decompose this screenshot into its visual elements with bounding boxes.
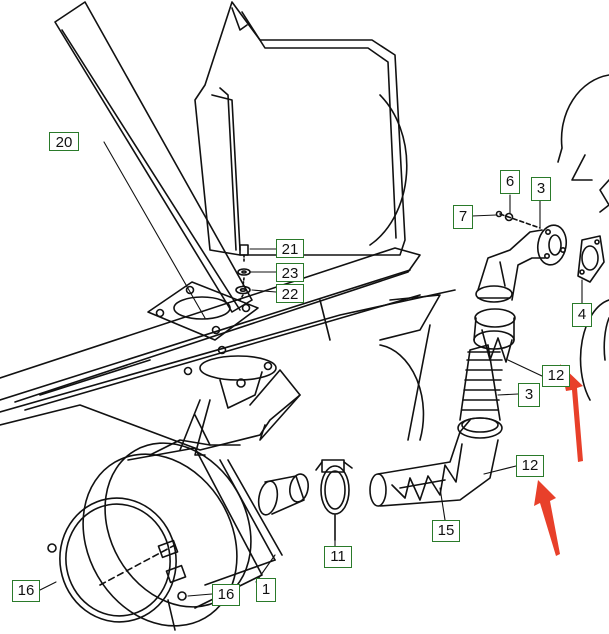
arrow-upper [560,364,583,462]
muffler-tank [82,442,283,627]
support-strut [54,1,253,313]
pipe-clamp [315,459,353,541]
callout-23: 23 [276,263,304,282]
callout-1: 1 [256,578,276,602]
callout-4: 4 [572,303,592,327]
mounting-bracket [179,345,277,456]
frame-panel [194,1,408,256]
callout-3-top: 3 [531,177,551,201]
bolt-stack [235,244,251,301]
leader-lines [39,141,583,597]
callout-20: 20 [49,132,79,151]
callout-16-right: 16 [212,584,240,606]
elbow-pipe [369,417,503,507]
right-edge-parts [557,74,609,401]
callout-12-lower: 12 [516,455,544,477]
arrow-lower [534,480,560,556]
sleeve [257,473,309,516]
callout-12-upper: 12 [542,365,570,387]
callout-15: 15 [432,520,460,542]
callout-7: 7 [453,205,473,229]
frame-deck [0,247,456,456]
mounting-plate [147,281,259,341]
tank-strap [47,497,187,631]
callout-3-mid: 3 [518,383,540,407]
callout-6: 6 [500,170,520,194]
flex-hose [459,285,516,421]
callout-16-left: 16 [12,580,40,602]
callout-21: 21 [276,239,304,258]
red-arrows [534,364,583,556]
callout-22: 22 [276,284,304,303]
upper-elbow [477,210,605,301]
callout-11: 11 [324,546,352,568]
